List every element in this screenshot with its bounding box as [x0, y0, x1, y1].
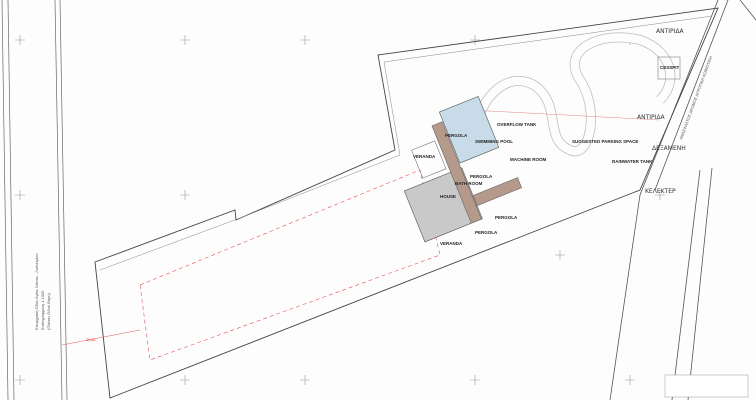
cesspit-outline [657, 56, 681, 80]
dimension-label: 20.81 [86, 337, 97, 342]
label-pergola-1: PERGOLA [445, 133, 468, 138]
label-veranda-top: VERANDA [413, 154, 436, 159]
building-group [403, 95, 522, 243]
veranda-outline [411, 140, 447, 179]
right-road-label: ΑΝΑΣΦΑΛΤΟΣ ΔΡΟΜΟΣ ΑΓΡΟΤΙΚΗ ΚΟΙΝΟΤΙΚΗ [678, 55, 713, 140]
label-house: HOUSE [440, 194, 456, 199]
label-machine-room: MACHINE ROOM [510, 157, 546, 162]
label-pergola-3: PERGOLA [495, 215, 518, 220]
label-pergola-4: PERGOLA [475, 230, 498, 235]
setback-line [139, 169, 441, 361]
label-dexameni: ΔΕΞΑΜΕΝΗ [652, 145, 686, 152]
label-bath-room: BATH ROOM [455, 181, 483, 186]
label-rainwater-tank: RAINWATER TANK [612, 159, 653, 164]
left-road-text-3: (Πλάτος Οδού Βάρυ) [46, 292, 51, 330]
driveway-outer [465, 32, 676, 157]
label-pergola-2: PERGOLA [470, 174, 493, 179]
label-overflow-tank: OVERFLOW TANK [497, 122, 537, 127]
swimming-pool [438, 95, 500, 164]
left-road [1, 0, 68, 400]
dimension-line [61, 329, 141, 346]
label-veranda-bottom: VERANDA [440, 241, 463, 246]
pergola-strip-2 [472, 177, 522, 207]
plot-offset-line [99, 15, 713, 271]
driveway-inner [465, 33, 675, 156]
label-swimming-pool: SWIMMING POOL [475, 139, 513, 144]
right-road [609, 0, 756, 400]
registration-marks [15, 35, 665, 385]
label-parking: SUGGESTED PARKING SPACE [572, 139, 638, 144]
plot-boundary [94, 7, 719, 399]
title-block [664, 374, 749, 398]
left-road-text-2: Ευθυγράμμιση 1:1000 [40, 290, 45, 330]
left-road-text-1: Επαρχιακή Οδός Αγίας Νάπας - Λιοπετρίου [34, 253, 39, 330]
label-antiridia-mid: ΑΝΤΙΡΙΔΑ [637, 114, 666, 121]
left-road-label: Επαρχιακή Οδός Αγίας Νάπας - Λιοπετρίου … [34, 253, 51, 330]
pergola-strip [431, 121, 482, 224]
label-antiridia-top: ΑΝΤΙΡΙΔΑ [656, 28, 685, 35]
red-reference-line [469, 109, 661, 121]
label-cesspit: CESSPIT [660, 65, 680, 70]
label-kelekter: ΚΕΛΕΚΤΕΡ [645, 188, 676, 195]
